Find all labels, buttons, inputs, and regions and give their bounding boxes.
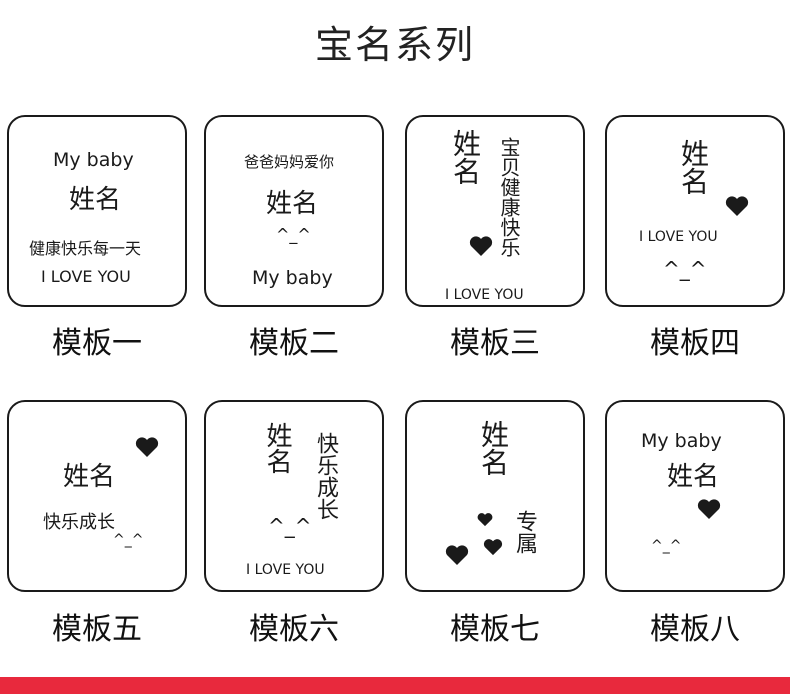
template-card-2[interactable]: 爸爸妈妈爱你 姓名 ^_^ My baby [204,115,384,307]
template-2-line1: 爸爸妈妈爱你 [244,153,335,171]
template-caption-3: 模板三 [450,326,540,361]
template-4-face: ^_^ [663,257,707,281]
template-card-1[interactable]: My baby 姓名 健康快乐每一天 I LOVE YOU [7,115,187,307]
template-card-5[interactable]: 姓名 快乐成长 ^_^ [7,400,187,592]
heart-icon [725,196,749,216]
template-8-line1: My baby [641,430,722,452]
template-4-name: 姓名 [677,139,710,195]
template-2-name: 姓名 [266,189,319,219]
template-5-name: 姓名 [63,462,116,492]
heart-icon [477,513,493,527]
template-card-4[interactable]: 姓名 I LOVE YOU ^_^ [605,115,785,307]
template-7-name: 姓名 [477,420,510,476]
template-2-face: ^_^ [276,225,311,244]
template-6-line4: I LOVE YOU [246,562,325,578]
template-5-line3: 快乐成长 [43,512,115,533]
template-8-name: 姓名 [667,462,720,492]
template-8-face: ^_^ [651,538,682,554]
template-caption-8: 模板八 [650,612,740,647]
bottom-banner-strip [0,677,790,694]
template-card-7[interactable]: 姓名 专属 [405,400,585,592]
template-3-line4: I LOVE YOU [445,287,524,303]
heart-icon [135,437,159,457]
template-caption-1: 模板一 [52,326,142,361]
template-caption-5: 模板五 [52,612,142,647]
heart-icon [697,499,721,519]
page-title: 宝名系列 [314,23,475,67]
template-1-name: 姓名 [69,185,122,215]
template-5-face: ^_^ [113,532,144,548]
template-caption-6: 模板六 [249,612,339,647]
template-3-name: 姓名 [449,129,482,185]
template-card-8[interactable]: My baby 姓名 ^_^ [605,400,785,592]
template-1-line4: I LOVE YOU [41,267,131,286]
template-7-vertical: 专属 [512,510,537,554]
template-caption-7: 模板七 [450,612,540,647]
template-card-3[interactable]: 姓名 宝贝健康快乐 I LOVE YOU [405,115,585,307]
template-1-line1: My baby [53,149,134,171]
template-caption-2: 模板二 [249,326,339,361]
template-4-line3: I LOVE YOU [639,229,718,245]
template-card-6[interactable]: 姓名 快乐成长 ^_^ I LOVE YOU [204,400,384,592]
heart-icon [445,545,469,565]
template-1-line3: 健康快乐每一天 [29,239,142,258]
heart-icon [469,236,493,256]
template-6-face: ^_^ [268,514,312,538]
heart-icon [483,539,503,556]
template-caption-4: 模板四 [650,326,740,361]
template-6-vertical: 快乐成长 [313,432,338,520]
template-3-vertical: 宝贝健康快乐 [497,137,521,257]
template-2-line4: My baby [252,267,333,289]
template-6-name: 姓名 [262,422,292,474]
